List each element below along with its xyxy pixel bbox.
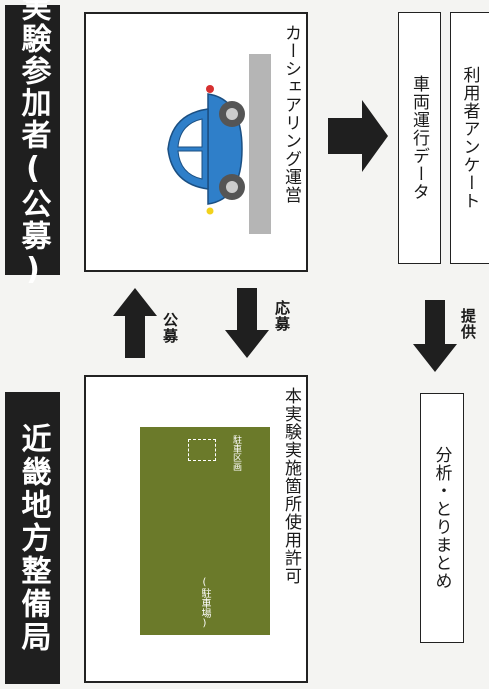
provide-label: 提供 xyxy=(459,308,477,340)
carsharing-box: カーシェアリング運営 xyxy=(84,12,308,272)
vehicle-data-box: 車両運行データ xyxy=(398,12,441,264)
permit-title: 本実験実施箇所使用許可 xyxy=(281,387,301,585)
parking-space-label: 駐車区画 xyxy=(231,435,241,471)
road-strip xyxy=(249,54,271,234)
bureau-header-label: 近畿地方整備局 xyxy=(15,422,51,654)
bureau-header: 近畿地方整備局 xyxy=(5,392,60,684)
participants-header: 実験参加者(公募) xyxy=(5,0,60,289)
participants-header-label: 実験参加者(公募) xyxy=(15,0,51,289)
vehicle-data-label: 車両運行データ xyxy=(409,75,429,201)
carsharing-title: カーシェアリング運営 xyxy=(281,24,301,204)
apply-label: 応募 xyxy=(273,300,291,332)
provide-arrow xyxy=(413,300,457,372)
car-illustration xyxy=(167,85,245,215)
flow-right-arrow xyxy=(328,100,388,172)
parking-lot: 駐車区画 (駐車場) xyxy=(140,427,270,635)
parking-space-marker xyxy=(188,439,216,461)
user-survey-label: 利用者アンケート xyxy=(459,66,480,210)
public-offering-arrow xyxy=(113,288,157,358)
apply-arrow xyxy=(225,288,269,358)
public-offering-label: 公募 xyxy=(161,312,179,344)
user-survey-box: 利用者アンケート xyxy=(450,12,489,264)
permit-box: 本実験実施箇所使用許可 駐車区画 (駐車場) xyxy=(84,375,308,683)
analysis-label: 分析・とりまとめ xyxy=(431,446,452,590)
analysis-box: 分析・とりまとめ xyxy=(420,393,464,643)
parking-lot-label: (駐車場) xyxy=(199,577,210,629)
